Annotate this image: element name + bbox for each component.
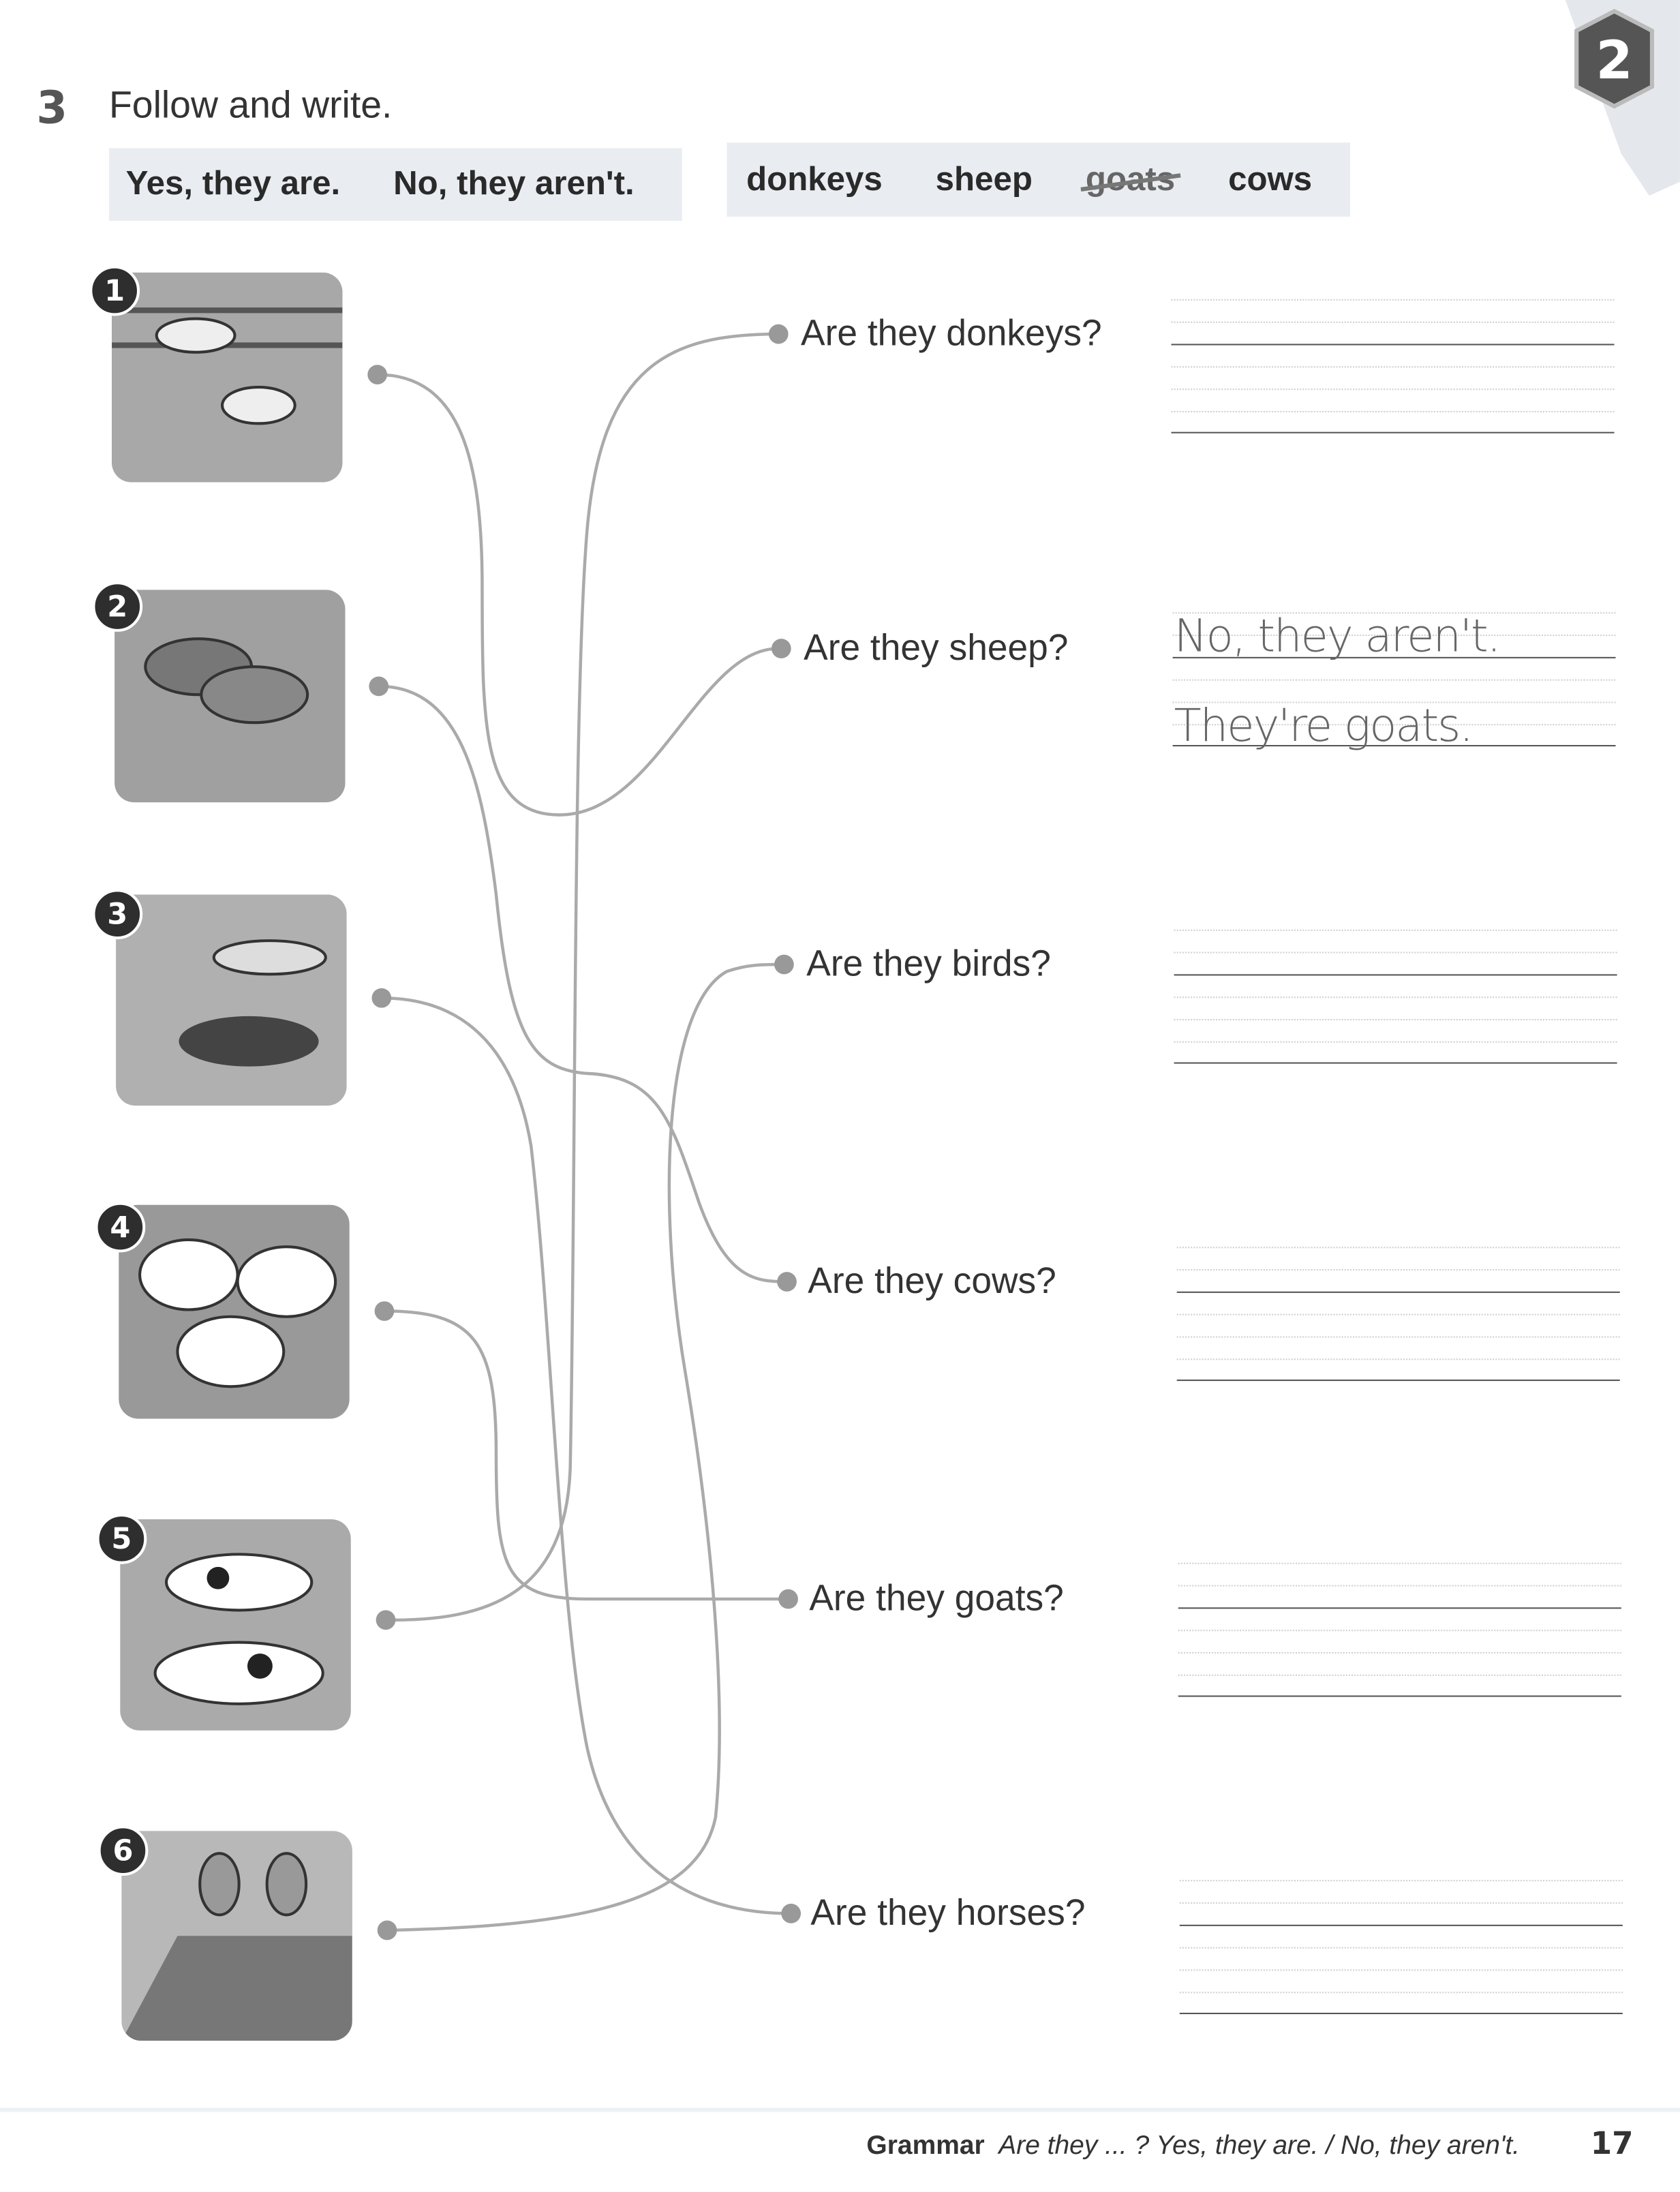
end-dot (781, 1904, 801, 1923)
writing-line[interactable] (1174, 1062, 1618, 1064)
line-3-to-horses (381, 996, 791, 1915)
writing-line (1178, 1630, 1621, 1632)
picture-number: 3 (92, 889, 143, 940)
picture-number: 5 (96, 1513, 147, 1564)
writing-line (1178, 1651, 1621, 1654)
end-dot (768, 324, 789, 344)
writing-line (1178, 1562, 1621, 1564)
writing-line (1179, 1992, 1623, 1994)
footer-section: Grammar (866, 2131, 985, 2161)
start-dot (374, 1301, 395, 1321)
writing-line (1174, 1041, 1618, 1043)
picture-cows (120, 1519, 351, 1731)
footer-text: Are they ... ? Yes, they are. / No, they… (998, 2131, 1520, 2161)
page-number: 17 (1590, 2127, 1634, 2163)
writing-line[interactable] (1179, 1924, 1623, 1926)
writing-line (1171, 299, 1615, 301)
picture-birds (121, 1831, 352, 2041)
writing-line (1174, 929, 1618, 931)
answer-option: No, they aren't. (393, 164, 635, 203)
word-option: sheep (935, 159, 1033, 198)
writing-line (1172, 701, 1616, 703)
writing-line[interactable] (1172, 656, 1616, 658)
writing-line (1178, 1585, 1621, 1587)
exercise-number: 3 (36, 80, 67, 134)
start-dot (369, 676, 389, 697)
writing-line (1179, 1902, 1623, 1904)
answer-handwriting: They're goats. (1174, 699, 1474, 752)
word-option-crossed: goats (1086, 160, 1175, 199)
writing-line (1176, 1358, 1619, 1360)
writing-line (1172, 612, 1616, 614)
writing-line (1179, 1969, 1623, 1971)
footer: Grammar Are they ... ? Yes, they are. / N… (866, 2131, 1520, 2162)
writing-line (1176, 1247, 1619, 1249)
writing-line (1176, 1313, 1619, 1315)
word-option: cows (1228, 159, 1313, 198)
question: Are they birds? (806, 942, 1051, 984)
line-2-to-cows (378, 684, 787, 1283)
writing-line (1171, 321, 1615, 323)
start-dot (367, 365, 388, 384)
writing-line (1176, 1336, 1619, 1338)
writing-line[interactable] (1176, 1291, 1619, 1293)
picture-number: 1 (89, 265, 140, 316)
question: Are they goats? (809, 1577, 1064, 1619)
writing-line (1172, 724, 1616, 726)
writing-line (1179, 1880, 1623, 1882)
picture-donkeys (114, 590, 346, 803)
writing-line[interactable] (1178, 1695, 1621, 1697)
word-option: donkeys (746, 159, 883, 198)
word-box: donkeys sheep goats cows (727, 142, 1350, 217)
picture-sheep (119, 1204, 350, 1419)
start-dot (371, 988, 392, 1008)
writing-line (1174, 1018, 1618, 1021)
writing-line[interactable] (1179, 2013, 1623, 2015)
unit-badge: 2 (1565, 0, 1680, 196)
picture-number: 2 (92, 581, 143, 632)
writing-line (1171, 389, 1615, 391)
end-dot (771, 639, 791, 658)
end-dot (777, 1272, 797, 1292)
line-1-to-sheep (377, 373, 779, 817)
line-6-to-birds (386, 962, 784, 1932)
question: Are they horses? (810, 1891, 1086, 1934)
picture-horses (116, 894, 347, 1106)
question: Are they sheep? (804, 626, 1069, 669)
picture-number: 4 (95, 1202, 146, 1253)
writing-line (1172, 679, 1616, 681)
unit-number: 2 (1595, 30, 1632, 91)
exercise-title: Follow and write. (108, 84, 393, 126)
writing-line (1172, 635, 1616, 637)
start-dot (377, 1920, 397, 1940)
question: Are they cows? (808, 1259, 1056, 1302)
picture-number: 6 (97, 1825, 149, 1876)
question: Are they donkeys? (801, 311, 1102, 354)
writing-line[interactable] (1178, 1607, 1621, 1609)
writing-line[interactable] (1176, 1380, 1619, 1382)
end-dot (778, 1589, 798, 1609)
writing-line (1174, 996, 1618, 999)
writing-line (1174, 952, 1618, 954)
start-dot (376, 1610, 396, 1630)
answer-box: Yes, they are. No, they aren't. (108, 148, 682, 222)
line-4-to-goats (384, 1309, 789, 1601)
writing-line (1178, 1674, 1621, 1676)
answer-handwriting: No, they aren't. (1174, 609, 1501, 663)
answer-option: Yes, they are. (125, 164, 341, 203)
picture-goats (112, 272, 343, 483)
writing-line[interactable] (1174, 974, 1618, 976)
writing-line (1176, 1269, 1619, 1271)
writing-line (1171, 410, 1615, 412)
end-dot (774, 954, 794, 975)
footer-divider (0, 2107, 1680, 2112)
writing-line[interactable] (1171, 344, 1615, 346)
writing-line (1171, 366, 1615, 368)
writing-line[interactable] (1172, 745, 1616, 747)
line-5-to-donkeys (385, 332, 779, 1622)
writing-line[interactable] (1171, 431, 1615, 433)
writing-line (1179, 1947, 1623, 1949)
